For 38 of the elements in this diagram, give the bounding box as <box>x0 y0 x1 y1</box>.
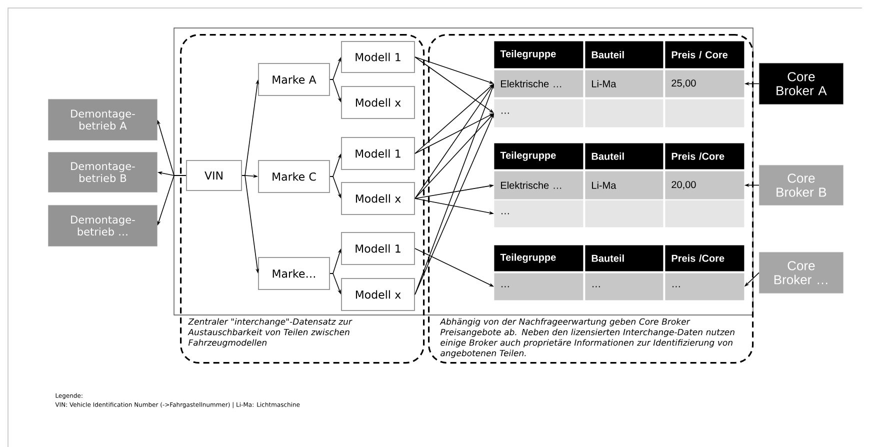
table-header-cell: Teilegruppe <box>494 245 584 272</box>
process-box: VIN <box>186 160 242 191</box>
table-cell: Li-Ma <box>585 70 664 98</box>
table-cell: … <box>585 273 664 300</box>
process-box: Marke C <box>258 160 330 193</box>
process-box: Marke… <box>258 257 330 290</box>
process-box: Modell 1 <box>341 137 415 170</box>
table-header-cell: Teilegruppe <box>494 41 584 68</box>
workshop-box: Demontage-betrieb … <box>48 205 158 246</box>
process-box: Marke A <box>258 63 330 96</box>
table-header-cell: Teilegruppe <box>494 143 584 170</box>
broker-box: Core Broker A <box>759 63 844 104</box>
table-header-cell: Preis /Core <box>665 245 744 272</box>
table-header-cell: Preis / Core <box>665 41 744 68</box>
broker-box: Core Broker B <box>759 165 844 206</box>
table-cell: Elektrische … <box>494 70 584 98</box>
description-text: Abhängig von der Nachfrageerwartung geben Core Broker Preisangebote ab. Neben den lizensierten Interchange-Daten nutzen einige Broker auch proprietäre Informationen zur Identifizierung von angebotenen Teilen. <box>440 318 734 358</box>
workshop-box: Demontage-betrieb A <box>48 99 158 140</box>
table-cell: … <box>494 99 584 128</box>
process-box: Modell x <box>341 182 415 215</box>
process-box: Modell x <box>341 278 415 311</box>
table-cell: … <box>494 273 584 300</box>
table-cell: Li-Ma <box>585 171 664 200</box>
table-header-cell: Bauteil <box>585 143 664 170</box>
broker-box: Core Broker … <box>759 252 844 294</box>
table-cell: 25,00 <box>665 70 744 98</box>
workshop-box: Demontage-betrieb B <box>48 152 158 192</box>
process-box: Modell 1 <box>341 41 415 73</box>
table-header-cell: Bauteil <box>585 245 664 272</box>
table-cell: 20,00 <box>665 171 744 200</box>
table-header-cell: Bauteil <box>585 41 664 68</box>
table-cell: … <box>665 273 744 300</box>
process-box: Modell x <box>341 86 415 119</box>
table-header-cell: Preis /Core <box>665 143 744 170</box>
table-cell: … <box>494 200 584 228</box>
table-cell: Elektrische … <box>494 171 584 200</box>
description-text: Zentraler "interchange"-Datensatz zur Austauschbarkeit von Teilen zwischen Fahrzeugmodellen <box>188 318 352 348</box>
process-box: Modell 1 <box>341 232 415 265</box>
